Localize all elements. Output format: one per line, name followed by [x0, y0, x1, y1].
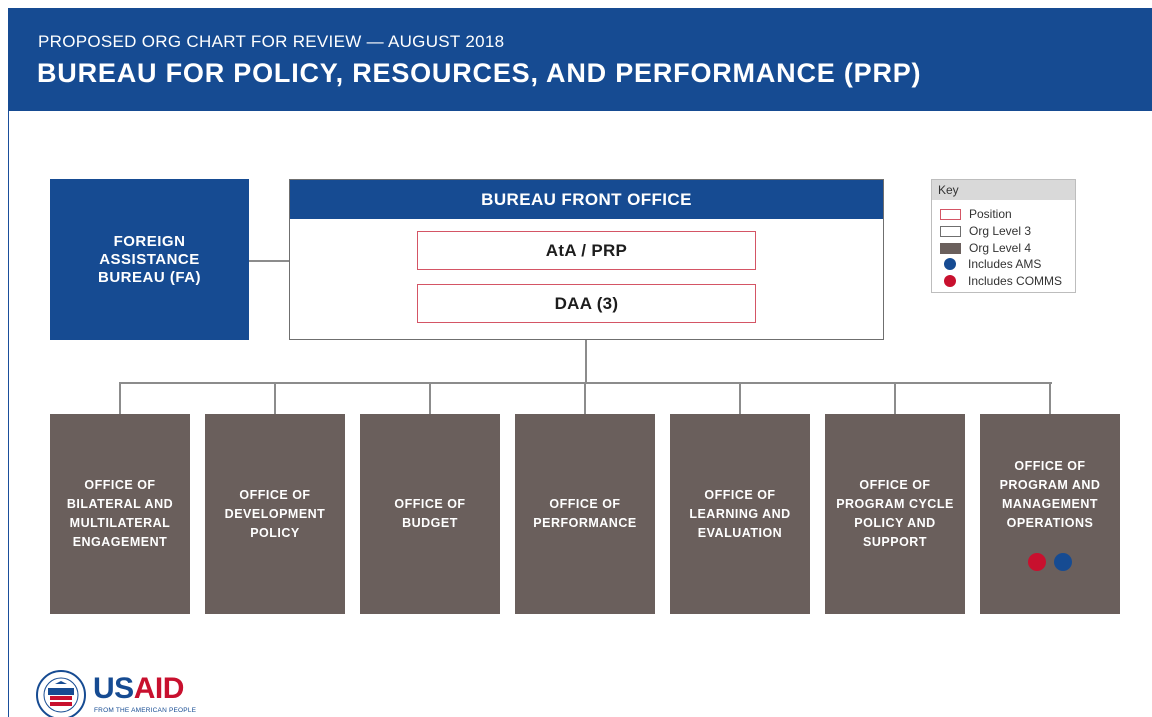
legend-item-position: Position [940, 207, 1012, 221]
office-bus-line [120, 382, 1052, 384]
position-daa: DAA (3) [417, 284, 756, 323]
legend-key: Key Position Org Level 3 Org Level 4 Inc… [931, 179, 1076, 293]
office-drop-line [429, 382, 431, 414]
office-label: OFFICE OF BUDGET [394, 497, 466, 530]
legend-label: Includes AMS [968, 257, 1042, 271]
office-box: OFFICE OF PROGRAM CYCLE POLICY AND SUPPO… [825, 414, 965, 614]
usaid-tagline: FROM THE AMERICAN PEOPLE [94, 707, 197, 714]
header-band [8, 8, 1152, 111]
position-swatch-icon [940, 208, 961, 220]
office-box: OFFICE OF PROGRAM AND MANAGEMENT OPERATI… [980, 414, 1120, 614]
foreign-assistance-bureau-box: FOREIGN ASSISTANCE BUREAU (FA) [50, 179, 249, 340]
legend-item-ams: Includes AMS [940, 257, 1041, 271]
legend-item-org-level-4: Org Level 4 [940, 241, 1031, 255]
office-drop-line [739, 382, 741, 414]
foreign-assistance-bureau-label: FOREIGN ASSISTANCE BUREAU (FA) [98, 232, 201, 286]
bureau-front-office-title: BUREAU FRONT OFFICE [290, 180, 883, 219]
office-label: OFFICE OF PROGRAM CYCLE POLICY AND SUPPO… [836, 478, 954, 549]
legend-label: Org Level 4 [969, 241, 1032, 255]
legend-title: Key [932, 180, 1075, 200]
legend-label: Position [969, 207, 1012, 221]
legend-item-org-level-3: Org Level 3 [940, 224, 1031, 238]
office-box: OFFICE OF PERFORMANCE [515, 414, 655, 614]
position-ata-prp: AtA / PRP [417, 231, 756, 270]
bureau-front-office-box: BUREAU FRONT OFFICE AtA / PRP DAA (3) [289, 179, 884, 340]
usaid-wordmark: USAID [93, 672, 184, 706]
office-label: OFFICE OF DEVELOPMENT POLICY [224, 487, 326, 540]
legend-label: Includes COMMS [968, 274, 1063, 288]
usaid-logo: USAID FROM THE AMERICAN PEOPLE [36, 668, 236, 717]
front-office-down-line [585, 340, 587, 383]
comms-dot-icon [1028, 553, 1046, 571]
office-drop-line [119, 382, 121, 414]
page-subtitle: PROPOSED ORG CHART FOR REVIEW — AUGUST 2… [38, 32, 505, 51]
office-drop-line [1049, 382, 1051, 414]
office-drop-line [894, 382, 896, 414]
office-indicator-dots [1028, 553, 1072, 571]
usaid-seal-icon [36, 670, 86, 717]
office-box: OFFICE OF BILATERAL AND MULTILATERAL ENG… [50, 414, 190, 614]
office-box: OFFICE OF LEARNING AND EVALUATION [670, 414, 810, 614]
office-drop-line [274, 382, 276, 414]
org-level-3-swatch-icon [940, 225, 961, 237]
ams-dot-icon [944, 258, 956, 270]
page-title: BUREAU FOR POLICY, RESOURCES, AND PERFOR… [37, 58, 922, 88]
legend-item-comms: Includes COMMS [940, 274, 1062, 288]
office-label: OFFICE OF LEARNING AND EVALUATION [689, 487, 791, 540]
office-box: OFFICE OF DEVELOPMENT POLICY [205, 414, 345, 614]
office-label: OFFICE OF PERFORMANCE [533, 497, 637, 530]
ams-dot-icon [1054, 553, 1072, 571]
org-level-4-swatch-icon [940, 242, 961, 254]
fa-connector-line [249, 260, 289, 262]
office-label: OFFICE OF BILATERAL AND MULTILATERAL ENG… [66, 478, 174, 549]
comms-dot-icon [944, 275, 956, 287]
office-drop-line [584, 382, 586, 414]
usaid-wordmark-aid: AID [133, 672, 185, 705]
usaid-wordmark-us: US [93, 672, 134, 705]
office-label: OFFICE OF PROGRAM AND MANAGEMENT OPERATI… [999, 459, 1101, 530]
office-box: OFFICE OF BUDGET [360, 414, 500, 614]
legend-label: Org Level 3 [969, 224, 1032, 238]
